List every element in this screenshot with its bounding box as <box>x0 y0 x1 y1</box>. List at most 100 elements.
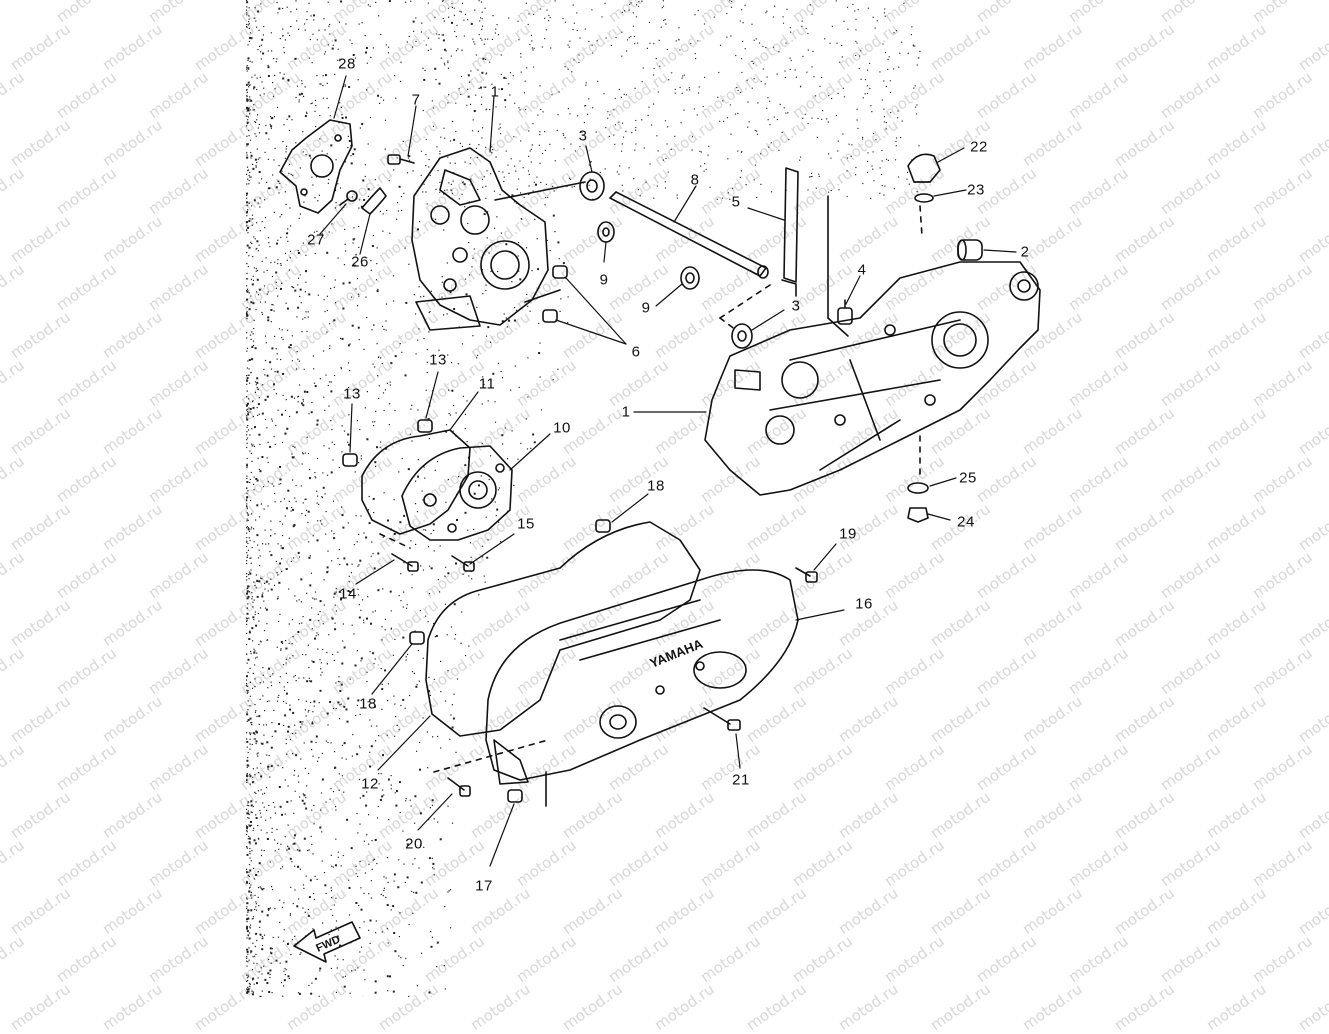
speckle-dot <box>777 74 778 75</box>
speckle-dot <box>333 45 334 46</box>
speckle-dot <box>629 4 630 5</box>
speckle-dot <box>785 43 786 44</box>
speckle-dot <box>294 498 295 499</box>
speckle-dot <box>249 537 250 538</box>
speckle-dot <box>886 86 887 87</box>
speckle-dot <box>251 592 252 593</box>
speckle-dot <box>322 922 323 923</box>
speckle-dot <box>261 967 262 968</box>
speckle-dot <box>257 753 258 754</box>
speckle-dot <box>264 583 265 584</box>
speckle-dot <box>267 701 268 702</box>
speckle-dot <box>342 527 344 529</box>
speckle-dot <box>270 676 271 677</box>
speckle-dot <box>251 860 252 861</box>
speckle-dot <box>249 247 251 249</box>
speckle-dot <box>439 192 440 193</box>
speckle-dot <box>252 62 253 63</box>
speckle-dot <box>896 145 897 146</box>
speckle-dot <box>357 876 358 877</box>
speckle-dot <box>340 338 341 339</box>
speckle-dot <box>335 809 336 810</box>
speckle-dot <box>462 343 463 344</box>
speckle-dot <box>406 798 407 799</box>
speckle-dot <box>282 442 283 443</box>
speckle-dot <box>331 742 332 743</box>
speckle-dot <box>576 12 577 13</box>
speckle-dot <box>345 976 346 977</box>
speckle-dot <box>491 152 492 153</box>
speckle-dot <box>343 792 344 793</box>
speckle-dot <box>313 19 314 20</box>
speckle-dot <box>445 567 446 568</box>
speckle-dot <box>456 519 458 521</box>
speckle-dot <box>316 736 318 738</box>
speckle-dot <box>903 3 904 4</box>
speckle-dot <box>308 711 309 712</box>
speckle-dot <box>246 825 247 826</box>
speckle-dot <box>778 51 779 52</box>
speckle-dot <box>400 600 401 601</box>
speckle-dot <box>249 864 250 865</box>
speckle-dot <box>871 111 872 112</box>
speckle-dot <box>294 290 296 292</box>
speckle-dot <box>514 320 516 322</box>
speckle-dot <box>256 580 258 582</box>
speckle-dot <box>256 377 258 379</box>
speckle-dot <box>311 402 312 403</box>
speckle-dot <box>492 149 493 150</box>
speckle-dot <box>257 11 259 13</box>
speckle-dot <box>387 990 388 991</box>
speckle-dot <box>297 849 298 850</box>
speckle-dot <box>251 513 252 514</box>
speckle-dot <box>471 557 472 558</box>
speckle-dot <box>336 159 337 160</box>
speckle-dot <box>415 686 417 688</box>
speckle-dot <box>268 242 269 243</box>
speckle-dot <box>548 20 549 21</box>
speckle-dot <box>754 78 755 79</box>
speckle-dot <box>699 86 700 87</box>
speckle-dot <box>246 439 247 440</box>
speckle-dot <box>256 167 257 168</box>
speckle-dot <box>439 153 440 154</box>
speckle-dot <box>280 359 281 360</box>
speckle-dot <box>278 543 279 544</box>
speckle-dot <box>718 72 719 73</box>
speckle-dot <box>247 519 248 520</box>
speckle-dot <box>293 557 294 558</box>
speckle-dot <box>264 630 265 631</box>
speckle-dot <box>505 427 506 428</box>
speckle-dot <box>295 675 296 676</box>
speckle-dot <box>341 865 342 866</box>
speckle-dot <box>269 446 271 448</box>
speckle-dot <box>465 14 466 15</box>
speckle-dot <box>645 182 646 183</box>
speckle-dot <box>466 105 467 106</box>
speckle-dot <box>262 802 263 803</box>
speckle-dot <box>246 1 248 3</box>
speckle-dot <box>867 172 868 173</box>
speckle-dot <box>297 284 298 285</box>
speckle-dot <box>504 313 505 314</box>
speckle-dot <box>403 606 404 607</box>
speckle-dot <box>419 286 420 287</box>
speckle-dot <box>368 864 369 865</box>
speckle-dot <box>349 576 350 577</box>
speckle-dot <box>246 464 247 465</box>
speckle-dot <box>769 124 770 125</box>
speckle-dot <box>259 724 260 725</box>
speckle-dot <box>247 961 248 962</box>
speckle-dot <box>321 831 322 832</box>
speckle-dot <box>279 192 280 193</box>
speckle-dot <box>261 456 263 458</box>
speckle-dot <box>659 40 660 41</box>
speckle-dot <box>288 726 290 728</box>
speckle-dot <box>277 296 278 297</box>
callout-26: 26 <box>351 255 369 270</box>
speckle-dot <box>259 157 260 158</box>
speckle-dot <box>482 18 483 19</box>
speckle-dot <box>260 470 262 472</box>
speckle-dot <box>358 296 359 297</box>
speckle-dot <box>405 374 407 376</box>
